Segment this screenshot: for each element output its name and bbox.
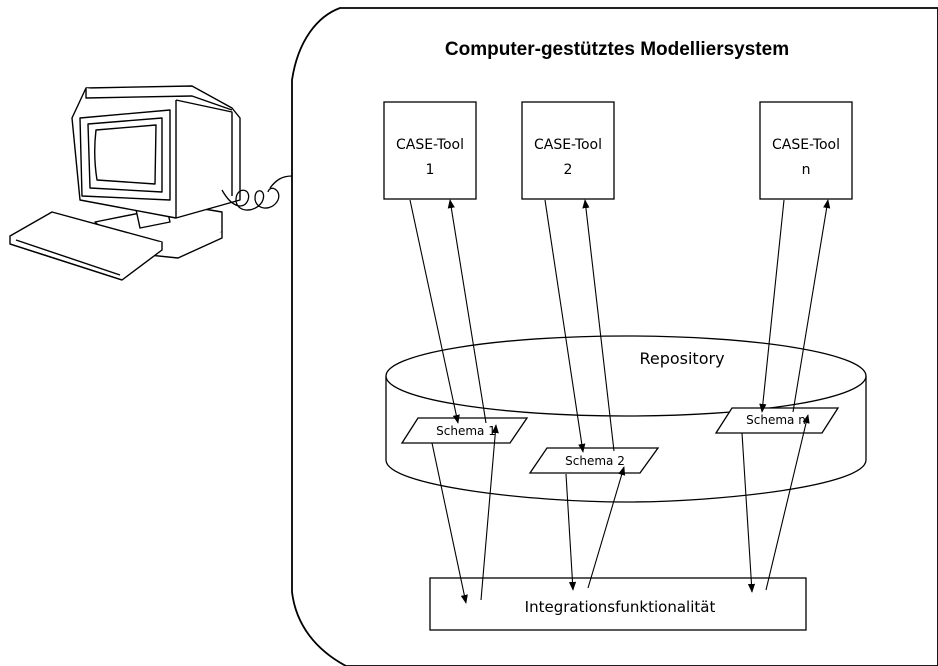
case-tool-1: CASE-Tool 1 [383, 101, 477, 200]
system-title: Computer-gestütztes Modelliersystem [445, 39, 789, 60]
arrow-tool2-to-schema2 [544, 199, 586, 453]
schema-1: Schema 1 [400, 417, 529, 444]
cable-icon [221, 175, 293, 211]
case-tool-1-label: CASE-Tool [396, 137, 464, 153]
case-tool-2: CASE-Tool 2 [521, 101, 615, 200]
arrow-integration-to-scheman [765, 414, 810, 591]
arrow-schema2-to-integration [565, 473, 577, 591]
arrow-tooln-to-scheman [759, 199, 785, 413]
arrow-integration-to-schema1 [480, 424, 499, 601]
arrow-schema2-to-tool2 [582, 199, 615, 452]
integration-label: Integrationsfunktionalität [525, 598, 716, 616]
schema-n: Schema n [714, 407, 840, 434]
arrow-tool1-to-schema1 [409, 199, 460, 424]
computer-terminal-icon [71, 85, 241, 259]
arrow-schema1-to-integration [431, 442, 468, 604]
keyboard-icon [9, 211, 163, 281]
schema-n-label: Schema n [746, 413, 806, 427]
repository-label: Repository [639, 349, 724, 368]
case-tool-1-number: 1 [426, 162, 435, 178]
arrow-schema1-to-tool1 [447, 199, 487, 424]
case-tool-n: CASE-Tool n [759, 101, 853, 200]
case-tool-n-number: n [802, 162, 811, 178]
schema-1-label: Schema 1 [436, 424, 496, 438]
arrow-integration-to-schema2 [587, 466, 626, 589]
system-boundary [291, 7, 938, 666]
arrow-scheman-to-integration [741, 432, 756, 593]
case-tool-2-number: 2 [564, 162, 573, 178]
case-tool-2-label: CASE-Tool [534, 137, 602, 153]
case-tool-n-label: CASE-Tool [772, 137, 840, 153]
schema-2: Schema 2 [528, 447, 660, 474]
schema-2-label: Schema 2 [565, 454, 625, 468]
arrow-scheman-to-tooln [792, 199, 831, 413]
integration-box: Integrationsfunktionalität [429, 577, 807, 631]
